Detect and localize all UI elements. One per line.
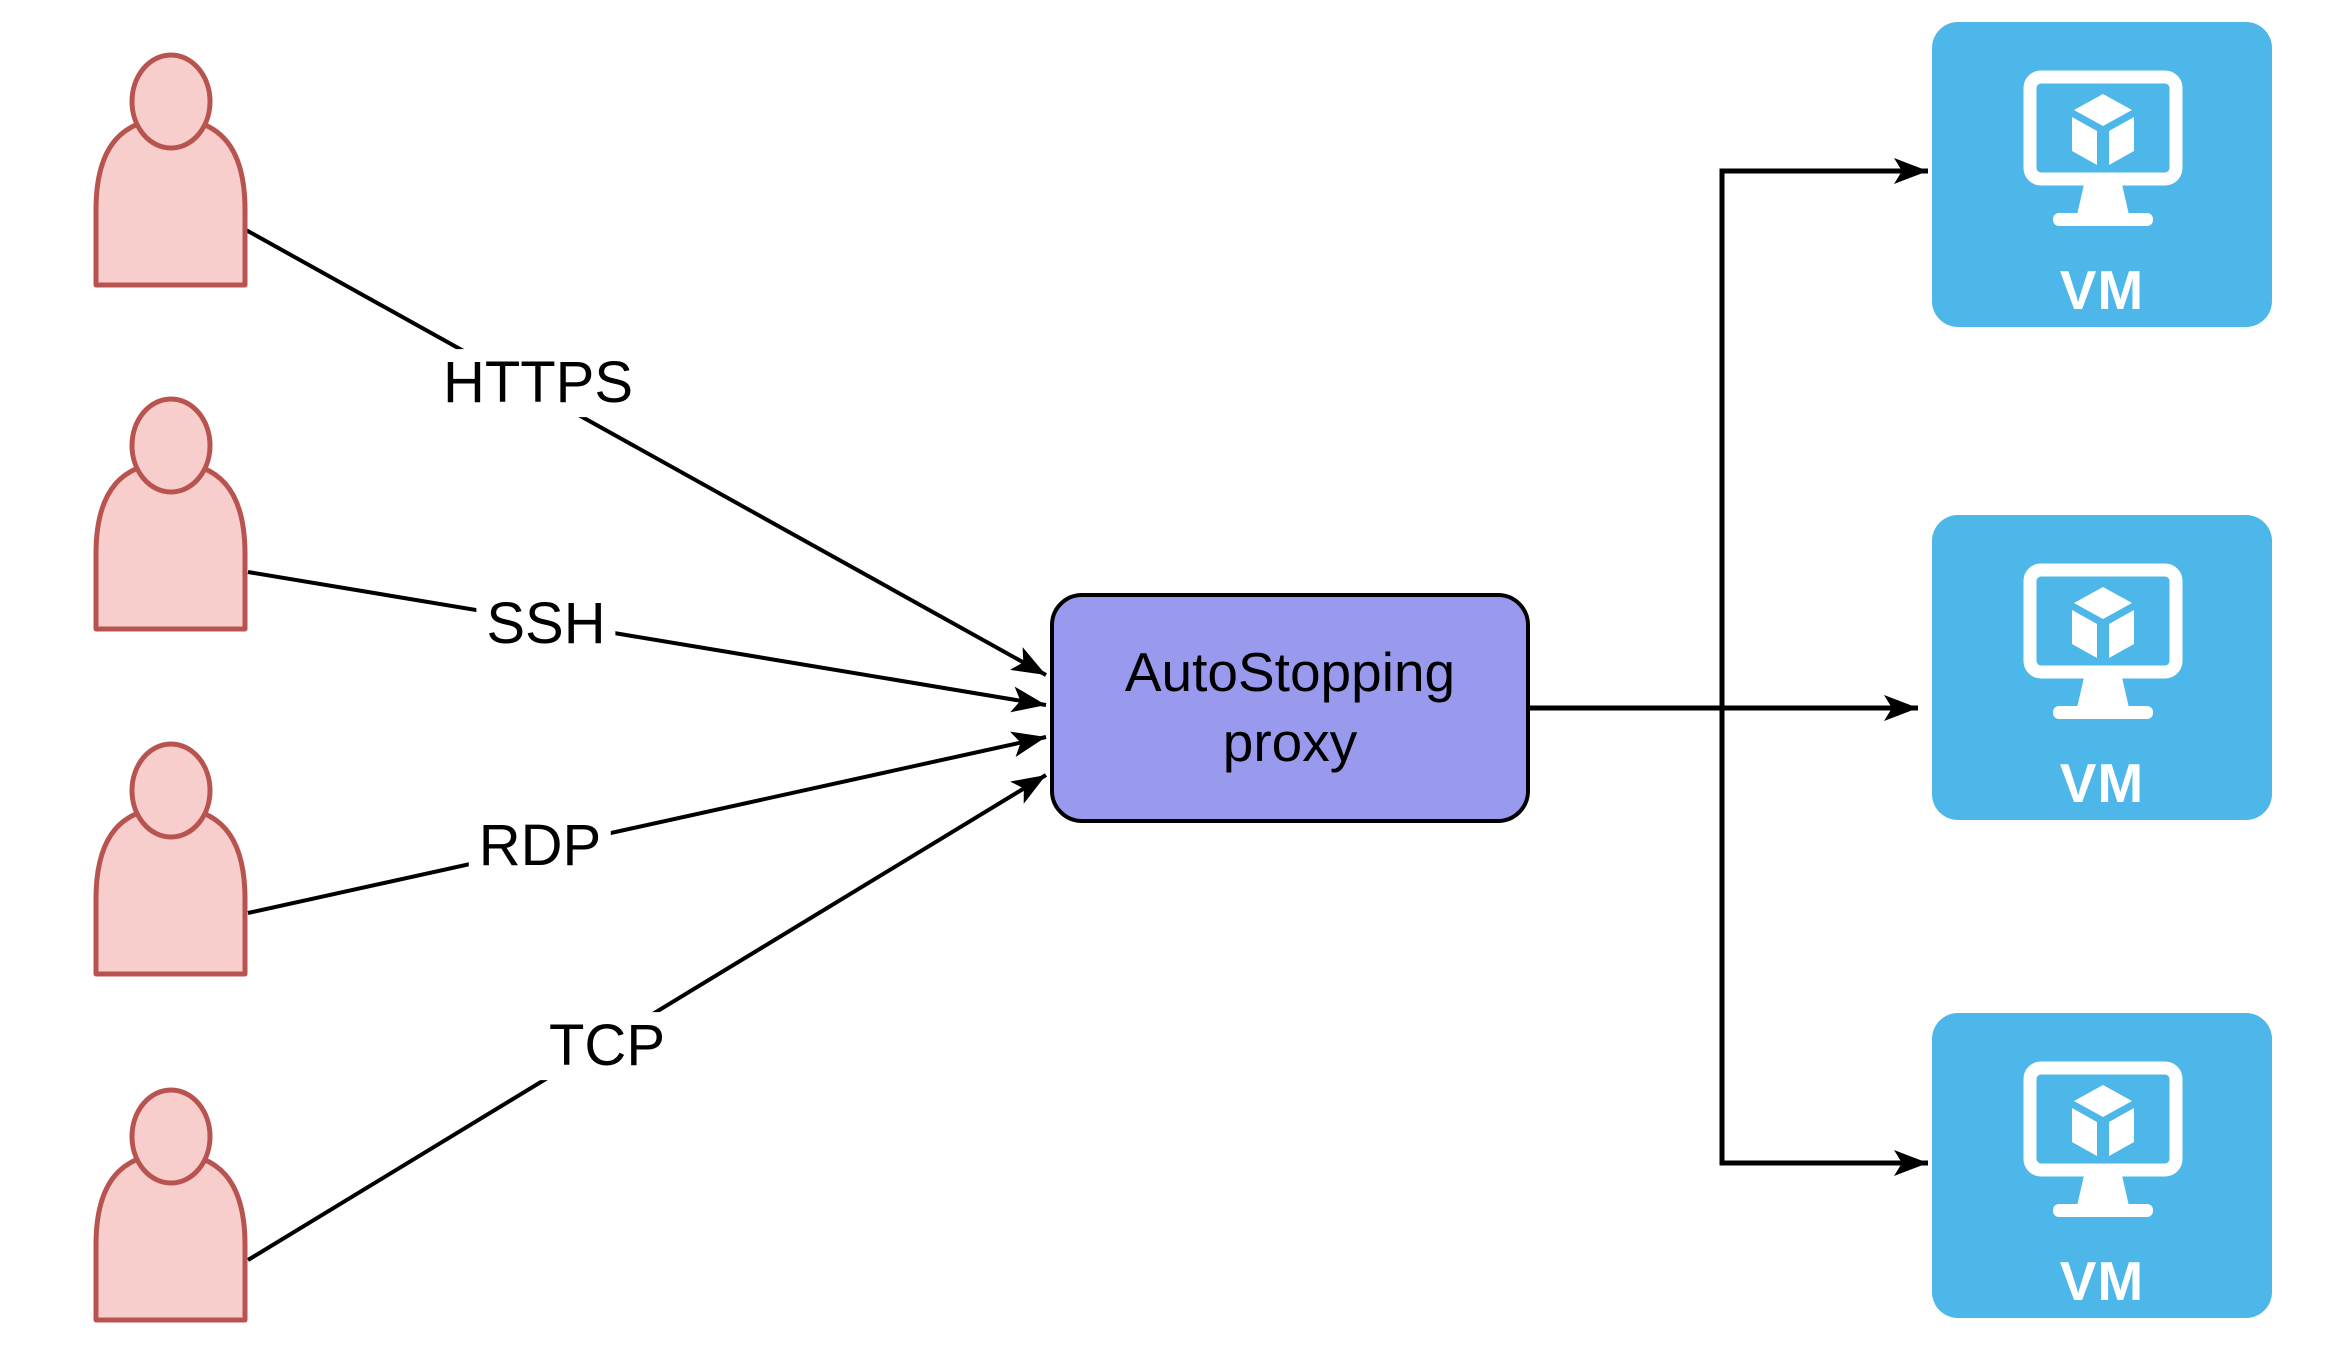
user-icon: [93, 52, 248, 288]
edge-label-tcp: TCP: [539, 1012, 675, 1080]
user-icon: [93, 741, 248, 977]
connector-https: [245, 228, 1047, 677]
user-icon: [93, 1087, 248, 1323]
edge-label-https: HTTPS: [432, 349, 644, 417]
vm-node-3: VM: [1932, 1013, 2272, 1318]
cube-icon: [2072, 587, 2134, 658]
vm-label: VM: [2059, 259, 2145, 321]
edge-label-ssh: SSH: [476, 590, 616, 658]
cube-icon: [2072, 1085, 2134, 1156]
edge-label-rdp: RDP: [468, 812, 612, 880]
vm-node-1: VM: [1932, 22, 2272, 327]
vm-monitor-icon: [2023, 70, 2183, 226]
connector-ssh: [247, 570, 1047, 713]
connector-rdp: [247, 731, 1047, 915]
vm-monitor-icon: [2023, 1061, 2183, 1217]
autostopping-proxy-label: AutoStopping proxy: [1124, 641, 1456, 773]
vm-label: VM: [2059, 752, 2145, 814]
vm-monitor-icon: [2023, 563, 2183, 719]
autostopping-proxy-node: AutoStopping proxy: [1050, 593, 1530, 823]
cube-icon: [2072, 94, 2134, 165]
user-icon: [93, 396, 248, 632]
vm-label: VM: [2059, 1250, 2145, 1312]
vm-node-2: VM: [1932, 515, 2272, 820]
